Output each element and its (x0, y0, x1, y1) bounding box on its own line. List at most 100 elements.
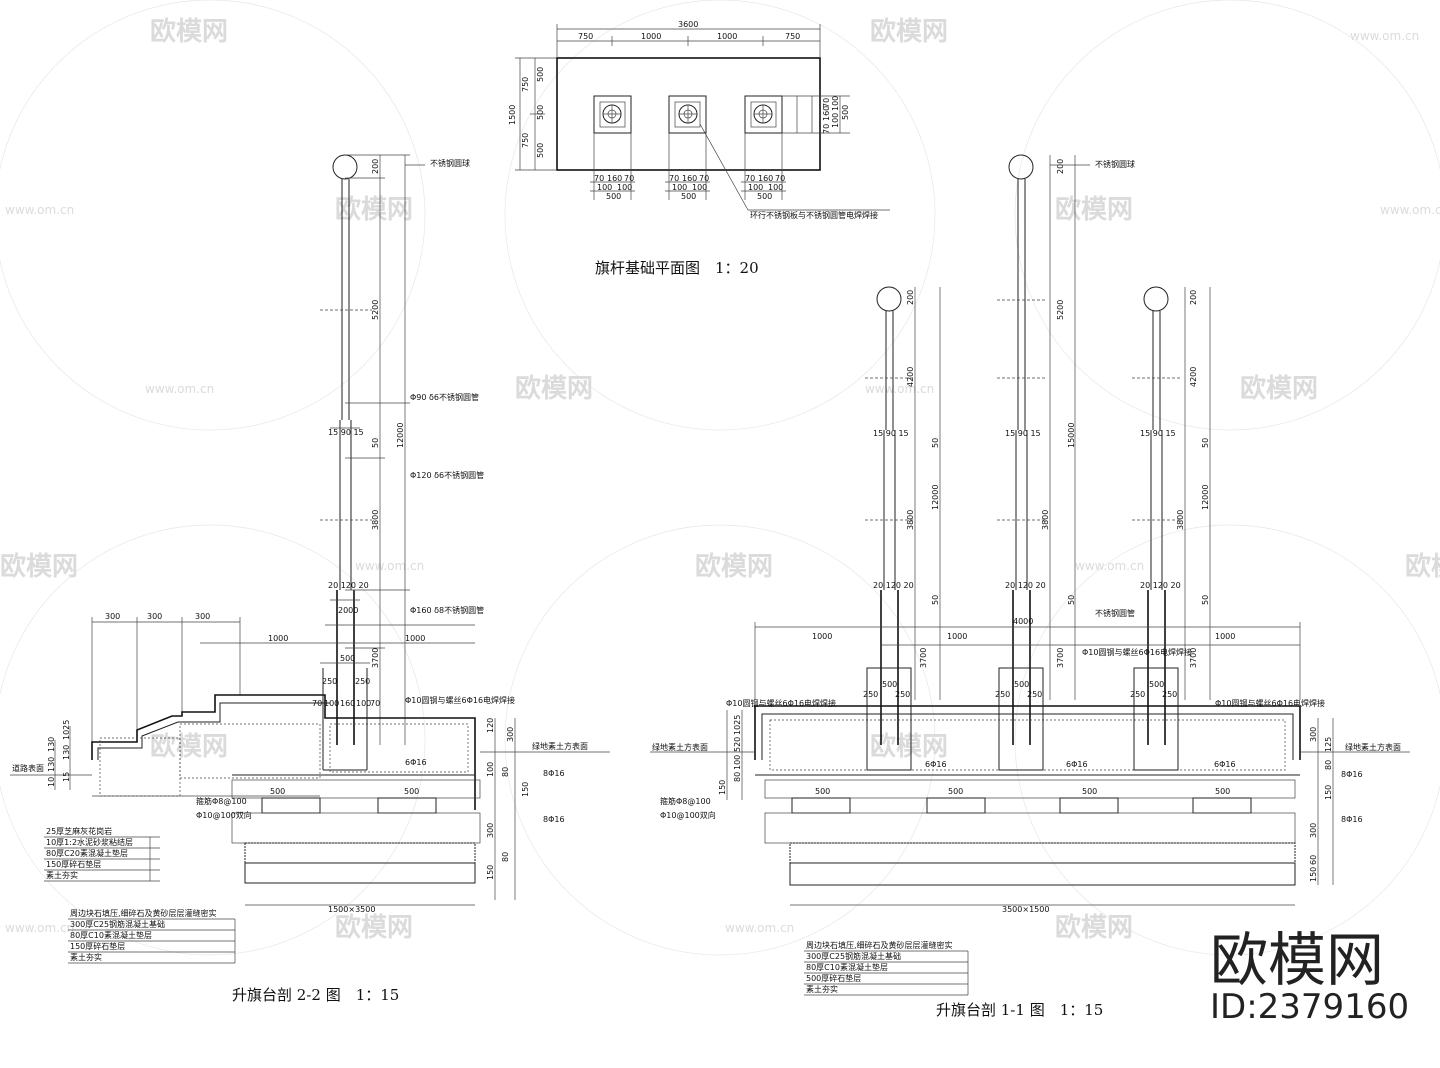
plan-title: 旗杆基础平面图 1：20 (595, 259, 759, 277)
joint-label: 15 90 15 (1005, 429, 1041, 438)
plan-bottom-dim: 500 (757, 192, 772, 201)
plan-right-dim: 100 (831, 113, 840, 128)
pole-dim: 3700 (1056, 648, 1065, 668)
base-dim: 250 (995, 690, 1010, 699)
plan-bottom-dim: 100 (768, 183, 783, 192)
bolt-c: 6Φ16 (1214, 760, 1236, 769)
plan-bottom-dim: 70 (624, 174, 634, 183)
plan-bottom-dim: 500 (681, 192, 696, 201)
ground-label-right: 绿地素土方表面 (1345, 742, 1401, 752)
base-dim: 250 (355, 677, 370, 686)
ball-label: 不锈钢圆球 (1095, 159, 1135, 169)
slab-dim: 500 (1215, 787, 1230, 796)
watermark-text: 欧模网 (870, 731, 948, 762)
rebar-a: 箍筋Φ8@100 (660, 796, 711, 806)
pole-dim: 15000 (1067, 423, 1076, 448)
section-2-2: 200 5200 50 3800 12000 3700 不锈钢圆球 Φ90 δ6… (10, 154, 610, 1004)
base-dim: 500 (340, 654, 355, 663)
plan-bottom-dim: 70 (745, 174, 755, 183)
left-height: 1025 (62, 720, 71, 740)
pole-dim: 200 (371, 159, 380, 174)
watermark-text: 欧模网 (1055, 194, 1133, 225)
road-label: 道路表面 (12, 763, 44, 773)
right-dim: 100 (486, 762, 495, 777)
base-dim: 100 (356, 699, 371, 708)
base-dim: 70 (312, 699, 322, 708)
pole-left: 15 90 15 20 120 20 200 4200 50 3800 1200… (865, 286, 941, 745)
right-dim: 150 (486, 865, 495, 880)
watermark-text: 欧模网 (1240, 373, 1318, 404)
plan-bottom-dim: 500 (606, 192, 621, 201)
base-dim: 250 (863, 690, 878, 699)
plan-bottom-dim: 160 (758, 174, 773, 183)
right-dim: 150 (521, 782, 530, 797)
base-dim: 250 (1027, 690, 1042, 699)
left-height: 150 (718, 780, 727, 795)
left-height: 80 (733, 772, 742, 782)
rebar-note: Φ10圆钢与螺丝6Φ16电焊焊接 (1215, 698, 1325, 708)
slab-dim: 500 (270, 787, 285, 796)
watermark-text: 欧模网 (515, 373, 593, 404)
layer-note: 素土夯实 (806, 984, 838, 994)
pole-dim: 3800 (371, 510, 380, 530)
plan-bottom-dim: 100 (672, 183, 687, 192)
platform-dim: 1000 (1215, 632, 1235, 641)
step-dim: 300 (147, 612, 162, 621)
slab-dim: 500 (948, 787, 963, 796)
watermark-url: www.om.cn (355, 559, 424, 573)
bolt-a: 8Φ16 (543, 769, 565, 778)
plan-bottom-dim: 100 (617, 183, 632, 192)
rebar-note: Φ10圆钢与螺丝6Φ16电焊焊接 (1082, 647, 1192, 657)
watermark-layer: 欧模网 欧模网 www.om.cn www.om.cn 欧模网 欧模网 www.… (0, 0, 1440, 956)
bolt-c: 6Φ16 (405, 758, 427, 767)
layer-note: 80厚C10素混凝土垫层 (70, 930, 152, 940)
joint-label: 20 120 20 (1140, 581, 1181, 590)
plan-left-dim: 1500 (508, 105, 517, 125)
pole-dim: 4200 (906, 367, 915, 387)
layer-notes-11: 周边块石填压,细碎石及黄砂层层灌缝密实 300厚C25钢筋混凝土基础 80厚C1… (804, 940, 969, 996)
foundation-plan: 3600 750 1000 1000 750 1500 750 750 500 … (508, 20, 890, 277)
plan-note: 环行不锈钢板与不锈钢圆管电焊焊接 (750, 210, 878, 220)
plan-bottom-dim: 70 (669, 174, 679, 183)
plan-base-1 (593, 95, 632, 134)
watermark-url: www.om.cn (1380, 203, 1440, 217)
joint-label: 20 120 20 (1005, 581, 1046, 590)
rebar-note: Φ10圆钢与螺丝6Φ16电焊焊接 (726, 698, 836, 708)
brand-name: 欧模网 (1210, 926, 1384, 994)
left-height: 520 (733, 737, 742, 752)
layer-note: 周边块石填压,细碎石及黄砂层层灌缝密实 (70, 908, 217, 918)
base-dim: 250 (322, 677, 337, 686)
left-height: 10 (47, 777, 56, 787)
layer-note: 150厚碎石垫层 (46, 859, 101, 869)
pole-dim: 12000 (396, 423, 405, 448)
ground-label: 绿地素土方表面 (532, 741, 588, 751)
left-height: 15 (62, 772, 71, 782)
pole-dim: 200 (1056, 159, 1065, 174)
slab-dim: 500 (1082, 787, 1097, 796)
plan-left-dim: 500 (536, 105, 545, 120)
left-height: 130 (62, 745, 71, 760)
left-height: 100 (733, 755, 742, 770)
base-dim: 250 (895, 690, 910, 699)
pole-dim: 50 (931, 438, 940, 448)
base-dim: 100 (324, 699, 339, 708)
platform-dim: 1000 (268, 634, 288, 643)
rebar-note: Φ10圆钢与螺丝6Φ16电焊焊接 (405, 695, 515, 705)
layer-notes-top: 25厚芝麻灰花岗岩 10厚1:2水泥砂浆粘结层 80厚C20素混凝土垫层 150… (44, 826, 160, 882)
watermark-url: www.om.cn (5, 921, 74, 935)
rebar-b: Φ10@100双向 (660, 810, 716, 820)
pole-dim: 3700 (371, 648, 380, 668)
plan-bottom-dim: 70 (775, 174, 785, 183)
pole-dim: 12000 (931, 485, 940, 510)
plan-segment: 1000 (641, 32, 661, 41)
plan-segment: 750 (578, 32, 593, 41)
watermark-text: 欧模网 (0, 551, 78, 582)
footing-dim: 3500×1500 (1002, 905, 1049, 914)
pole-dim: 50 (1201, 595, 1210, 605)
plan-base-3 (744, 95, 783, 134)
pole-center: 15 90 15 20 120 20 200 5200 15000 3800 5… (997, 154, 1135, 745)
pole-dim: 12000 (1201, 485, 1210, 510)
watermark-text: 欧模网 (870, 16, 948, 47)
plan-right-dim: 100 (831, 96, 840, 111)
